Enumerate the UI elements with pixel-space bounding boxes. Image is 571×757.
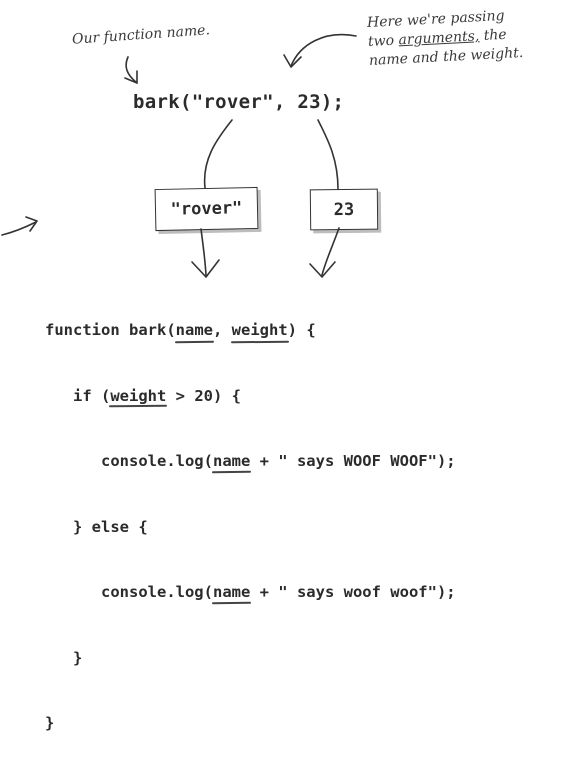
code-line-6: } (45, 648, 83, 667)
left-edge-arrow (1, 221, 37, 236)
param-name: name (176, 316, 213, 346)
arguments-arrowhead (283, 54, 302, 68)
function-call: bark("rover", 23); (133, 91, 345, 113)
weight-to-param-line (321, 227, 340, 276)
param-weight: weight (232, 316, 288, 346)
code-line-5: console.log(name + " says woof woof"); (45, 578, 456, 608)
code-line-4: } else { (45, 517, 148, 536)
code-line-2: if (weight > 20) { (45, 382, 456, 412)
code-line-2-post: > 20) { (166, 386, 241, 405)
arguments-arrow (290, 33, 357, 67)
code-line-1-pre: function bark( (45, 321, 176, 339)
code-line-5-post: + " says woof woof"); (250, 583, 456, 601)
rover-to-name-line (200, 228, 207, 276)
code-line-2-pre: if ( (45, 386, 111, 405)
function-name-arrow (125, 56, 138, 84)
code-line-3-post: + " says WOOF WOOF"); (250, 452, 456, 470)
name-usage-1: name (213, 447, 250, 477)
code-line-3-pre: console.log( (45, 452, 213, 470)
rover-connector-line (203, 119, 233, 189)
left-edge-arrowhead (25, 216, 38, 232)
weight-to-param-arrowhead (309, 261, 336, 278)
connector-arrows (1, 33, 357, 278)
code-line-1: function bark(name, weight) { (45, 316, 456, 346)
code-line-7: } (45, 714, 55, 732)
code-line-1-sep: , (212, 321, 232, 339)
code-line-5-pre: console.log( (45, 583, 213, 601)
name-usage-2: name (213, 578, 250, 608)
function-name-arrowhead (124, 70, 138, 84)
rover-to-name-arrowhead (191, 259, 220, 278)
code-line-3: console.log(name + " says WOOF WOOF"); (45, 447, 456, 477)
weight-connector-line (317, 119, 339, 190)
code-line-1-post: ) { (287, 321, 316, 339)
code-block: function bark(name, weight) { if (weight… (45, 280, 456, 757)
weight-usage: weight (110, 382, 166, 412)
